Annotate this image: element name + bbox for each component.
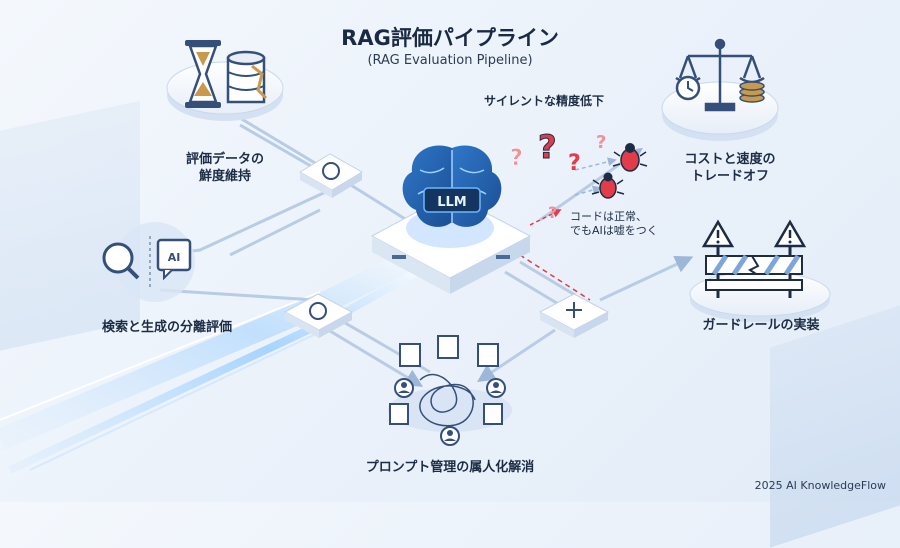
ai-panel-label: AI bbox=[168, 251, 181, 264]
label-cost: コストと速度の トレードオフ bbox=[684, 152, 776, 184]
llm-chip bbox=[423, 187, 481, 213]
data-stream bbox=[0, 245, 432, 474]
platform-search bbox=[102, 222, 195, 302]
warning-line bbox=[519, 157, 617, 301]
question-icon: ? bbox=[596, 132, 606, 153]
brain-icon bbox=[402, 145, 502, 227]
prompt-tangle bbox=[388, 335, 512, 446]
platform-guardrail bbox=[689, 219, 831, 322]
question-marks: ? ? ? ? ? bbox=[510, 128, 607, 223]
llm-chip-label: LLM bbox=[437, 195, 467, 210]
person-icon bbox=[394, 378, 414, 398]
question-icon: ? bbox=[568, 151, 581, 176]
llm-hub bbox=[370, 145, 532, 294]
label-separation: 検索と生成の分離評価 bbox=[101, 320, 232, 335]
footer-credit: 2025 AI KnowledgeFlow bbox=[754, 479, 886, 492]
document-icon bbox=[389, 335, 503, 425]
question-icon: ? bbox=[510, 146, 523, 171]
hourglass-icon bbox=[185, 40, 221, 108]
annotation-silent-degradation: サイレントな精度低下 bbox=[484, 94, 605, 108]
annotation-ai-lies: コードは正常、 でもAIは嘘をつく bbox=[570, 210, 658, 238]
ai-document-icon bbox=[156, 238, 192, 281]
node-upper-left bbox=[299, 153, 363, 198]
label-freshness: 評価データの 鮮度維持 bbox=[185, 152, 264, 184]
question-icon: ? bbox=[548, 203, 557, 222]
pipeline-diagram: ? ? ? ? ? bbox=[0, 38, 831, 474]
hub-ports bbox=[392, 255, 510, 259]
person-icon bbox=[486, 378, 506, 398]
platform-freshness bbox=[166, 40, 284, 121]
warning-sign-icon bbox=[701, 219, 735, 248]
person-icon bbox=[440, 426, 460, 446]
node-right bbox=[538, 293, 610, 338]
scale-icon bbox=[675, 38, 765, 112]
label-prompt: プロンプト管理の属人化解消 bbox=[365, 460, 535, 475]
page-subtitle: (RAG Evaluation Pipeline) bbox=[367, 53, 533, 68]
magnifier-icon bbox=[102, 242, 140, 280]
label-guardrail: ガードレールの実装 bbox=[702, 318, 820, 333]
page-title: RAG評価パイプライン bbox=[341, 26, 559, 50]
question-icon: ? bbox=[538, 128, 557, 166]
clock-icon bbox=[675, 75, 701, 101]
bug-icon bbox=[612, 143, 648, 172]
barrier-icon bbox=[705, 246, 803, 298]
bug-icon bbox=[591, 172, 625, 199]
warning-sign-icon bbox=[773, 219, 807, 248]
database-icon bbox=[226, 50, 268, 104]
node-lower-left bbox=[283, 293, 354, 338]
coins-icon bbox=[739, 81, 765, 103]
platform-cost bbox=[661, 38, 779, 141]
